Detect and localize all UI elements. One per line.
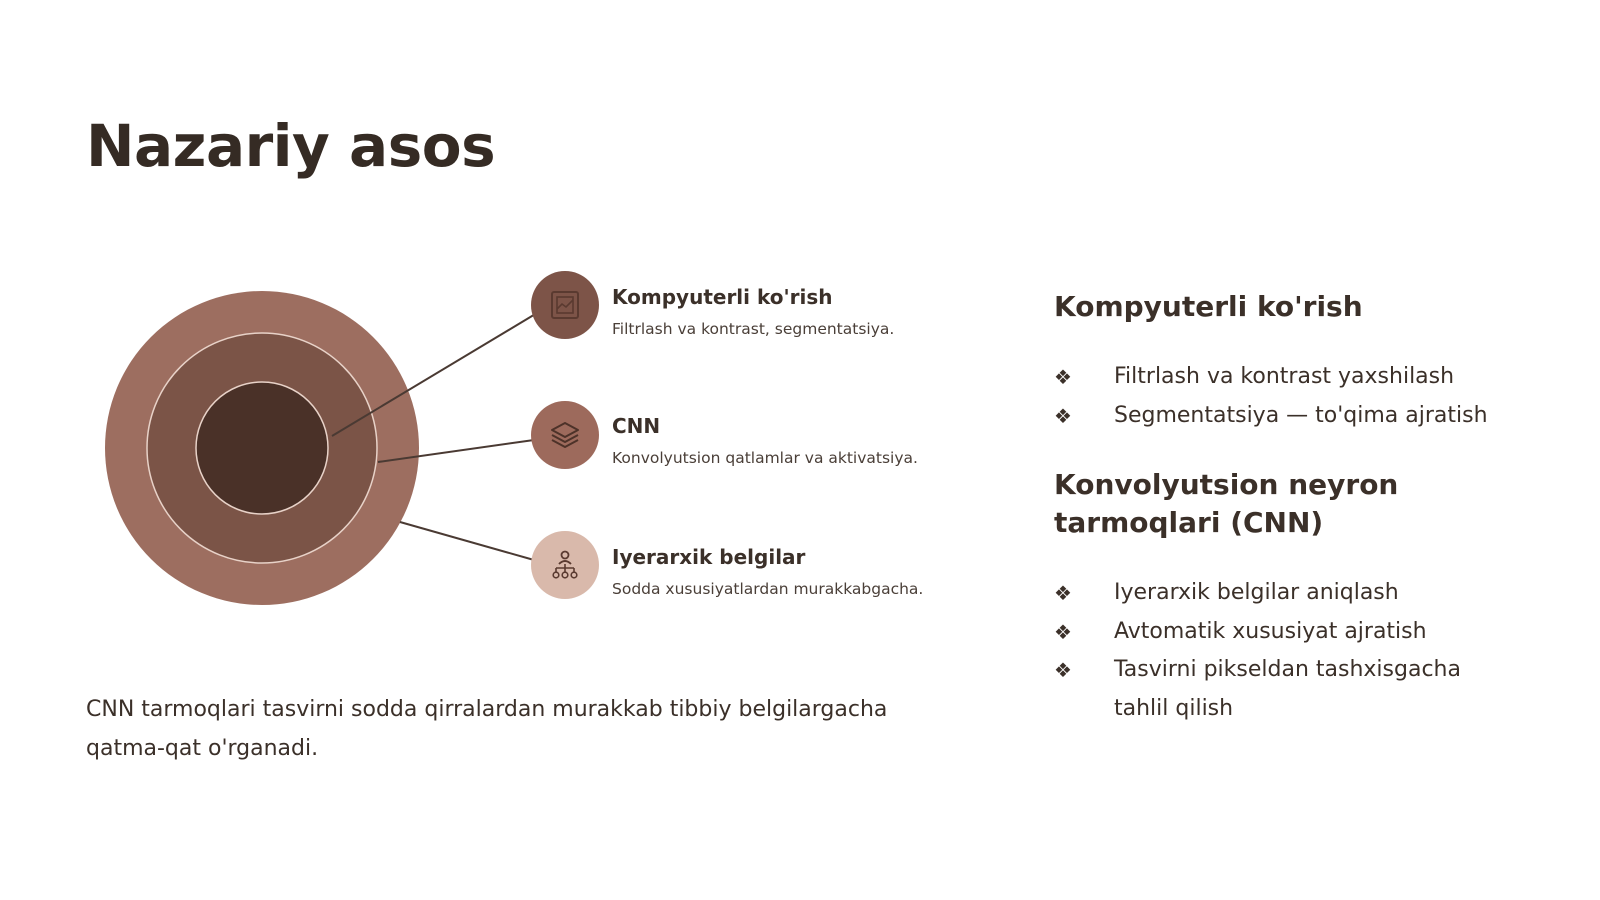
diamond-bullet-icon: ❖ bbox=[1054, 619, 1072, 644]
list-item-text: Filtrlash va kontrast yaxshilash bbox=[1114, 364, 1455, 389]
node-description: Sodda xususiyatlardan murakkabgacha. bbox=[612, 580, 924, 598]
list-item: ❖ Filtrlash va kontrast yaxshilash bbox=[1054, 358, 1574, 397]
layers-icon bbox=[551, 422, 579, 448]
diamond-bullet-icon: ❖ bbox=[1054, 581, 1072, 605]
node-icon-cnn bbox=[531, 401, 599, 469]
node-icon-vision bbox=[531, 271, 599, 339]
section-heading-vision: Kompyuterli ko'rish bbox=[1054, 290, 1363, 323]
image-scan-icon bbox=[551, 291, 579, 319]
section-heading-cnn: Konvolyutsion neyron tarmoqlari (CNN) bbox=[1054, 468, 1399, 539]
node-description: Filtrlash va kontrast, segmentatsiya. bbox=[612, 320, 895, 338]
inner-core bbox=[195, 381, 329, 515]
connector-line-1 bbox=[331, 312, 538, 437]
hierarchy-icon bbox=[552, 550, 578, 579]
connector-line-2 bbox=[377, 439, 535, 463]
caption-text: CNN tarmoqlari tasvirni sodda qirralarda… bbox=[86, 697, 888, 761]
node-description: Konvolyutsion qatlamlar va aktivatsiya. bbox=[612, 449, 918, 467]
node-title: Kompyuterli ko'rish bbox=[612, 285, 833, 309]
node-title: CNN bbox=[612, 414, 661, 438]
node-title: Iyerarxik belgilar bbox=[612, 545, 806, 569]
list-item-text: Avtomatik xususiyat ajratish bbox=[1114, 618, 1427, 644]
diamond-bullet-icon: ❖ bbox=[1054, 403, 1072, 428]
node-icon-hierarchy bbox=[531, 531, 599, 599]
list-item-text: Segmentatsiya — to'qima ajratish bbox=[1114, 402, 1488, 428]
list-item-text: Tasvirni pikseldan tashxisgacha tahlil q… bbox=[1114, 657, 1461, 721]
bullet-list-vision: ❖ Filtrlash va kontrast yaxshilash ❖ Seg… bbox=[1054, 358, 1574, 435]
page-title: Nazariy asos bbox=[86, 112, 496, 180]
diamond-bullet-icon: ❖ bbox=[1054, 365, 1072, 389]
connector-line-3 bbox=[399, 521, 535, 561]
diagram-graphic bbox=[105, 291, 538, 605]
list-item: ❖ Tasvirni pikseldan tashxisgacha tahlil… bbox=[1054, 651, 1574, 728]
concentric-diagram: Kompyuterli ko'rish Filtrlash va kontras… bbox=[105, 271, 924, 605]
list-item: ❖ Iyerarxik belgilar aniqlash bbox=[1054, 574, 1574, 613]
bullet-list-cnn: ❖ Iyerarxik belgilar aniqlash ❖ Avtomati… bbox=[1054, 574, 1574, 728]
list-item: ❖ Segmentatsiya — to'qima ajratish bbox=[1054, 397, 1574, 436]
list-item-text: Iyerarxik belgilar aniqlash bbox=[1114, 580, 1399, 605]
list-item: ❖ Avtomatik xususiyat ajratish bbox=[1054, 613, 1574, 652]
diamond-bullet-icon: ❖ bbox=[1054, 658, 1072, 682]
